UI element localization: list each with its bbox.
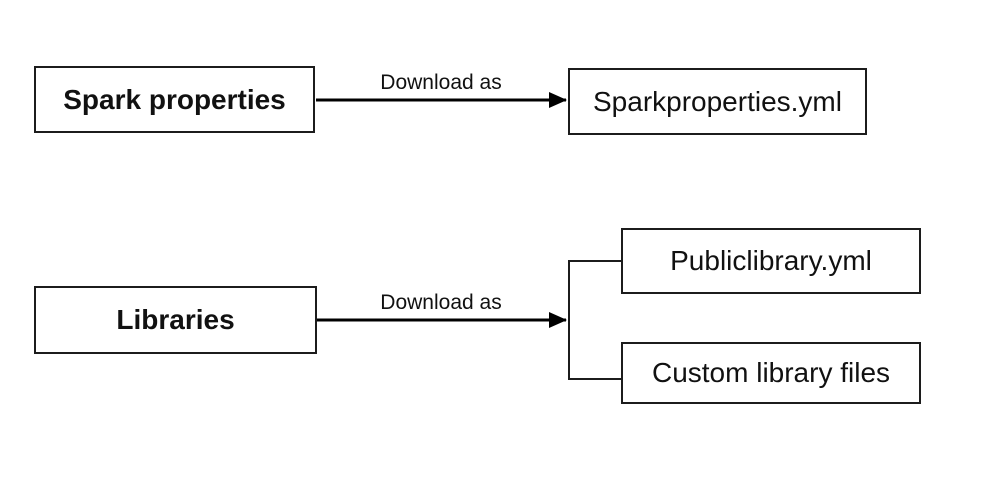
node-label-spark-properties: Spark properties [63, 83, 286, 115]
node-spark-properties: Spark properties [34, 66, 315, 133]
branch-connector [568, 260, 621, 380]
node-libraries: Libraries [34, 286, 317, 354]
edge-label-text: Download as [380, 71, 502, 94]
node-label-sparkproperties-yml: Sparkproperties.yml [593, 85, 842, 117]
edge-label-download-as-top: Download as [317, 70, 565, 95]
node-publiclibrary-yml: Publiclibrary.yml [621, 228, 921, 294]
node-sparkproperties-yml: Sparkproperties.yml [568, 68, 867, 135]
node-custom-library-files: Custom library files [621, 342, 921, 404]
node-label-custom-library-files: Custom library files [651, 357, 891, 388]
node-label-libraries: Libraries [116, 304, 235, 335]
edge-label-download-as-bottom: Download as [317, 290, 565, 315]
edge-label-text: Download as [380, 291, 502, 314]
node-label-publiclibrary-yml: Publiclibrary.yml [670, 245, 872, 276]
